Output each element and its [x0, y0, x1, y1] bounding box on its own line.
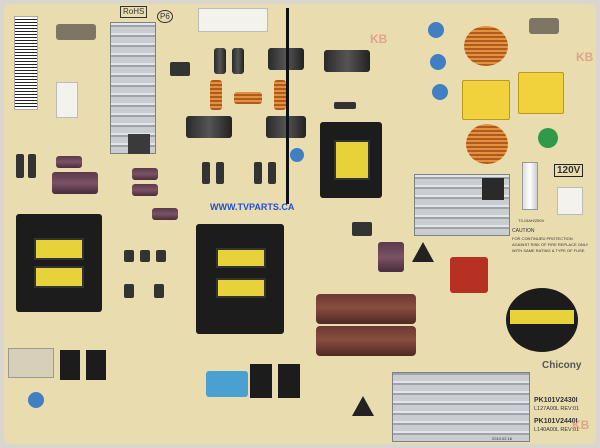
mount-pad — [529, 18, 559, 34]
transformer-standby — [16, 214, 102, 312]
heatsink-bottom — [392, 372, 530, 442]
mosfet — [128, 134, 150, 154]
caution-text: AGAINST RISK OF FIRE REPLACE ONLY — [512, 242, 589, 247]
bulk-capacitor — [316, 326, 416, 356]
electrolytic-capacitor — [152, 208, 178, 220]
barcode-label — [14, 16, 38, 110]
diode — [254, 162, 262, 184]
ic-chip — [352, 222, 372, 236]
transistor — [156, 250, 166, 262]
transformer-main — [196, 224, 284, 334]
transistor — [124, 284, 134, 298]
transistor — [154, 284, 164, 298]
diode — [268, 162, 276, 184]
electrolytic-capacitor — [214, 48, 226, 74]
caution-title: CAUTION — [512, 228, 535, 234]
y-capacitor — [428, 22, 444, 38]
connector-left — [56, 82, 78, 118]
kb-marking: KB — [370, 32, 388, 46]
caution-text: WITH SAME RATING & TYPE OF FUSE. — [512, 248, 586, 253]
diode — [28, 154, 36, 178]
electrolytic-capacitor — [52, 172, 98, 194]
p6-marking: P6 — [157, 10, 173, 23]
film-capacitor — [450, 257, 488, 293]
diode — [216, 162, 224, 184]
model-number-2: PK101V2440I — [534, 418, 578, 425]
power-transistor — [60, 350, 80, 380]
rohs-marking: RoHS — [120, 6, 148, 18]
heatsink-primary — [110, 22, 156, 154]
green-capacitor — [538, 128, 558, 148]
power-transistor — [278, 364, 300, 398]
revision-2: L140A00L REV:01 — [534, 427, 580, 433]
electrolytic-capacitor — [378, 242, 404, 272]
fuse — [522, 162, 538, 210]
connector-top — [198, 8, 268, 32]
electrolytic-capacitor — [132, 184, 158, 196]
connector-right — [557, 187, 583, 215]
common-mode-choke — [464, 26, 508, 66]
mount-pad — [56, 24, 96, 40]
electrolytic-capacitor — [56, 156, 82, 168]
caution-text: FOR CONTINUED PROTECTION — [512, 236, 573, 241]
inductor — [234, 92, 262, 104]
bulk-capacitor — [316, 294, 416, 324]
transformer-pfc — [320, 122, 382, 198]
x-capacitor — [518, 72, 564, 114]
electrolytic-capacitor — [324, 50, 370, 72]
voltage-marking: 120V — [554, 164, 584, 177]
date-marking: 2010.02.16 — [492, 436, 513, 441]
jumper-wire — [286, 8, 289, 204]
y-capacitor — [28, 392, 44, 408]
electrolytic-capacitor — [186, 116, 232, 138]
fuse-rating: T3.15AH/250V — [518, 218, 545, 223]
kb-marking: KB — [572, 418, 590, 432]
y-capacitor — [430, 54, 446, 70]
electrolytic-capacitor — [232, 48, 244, 74]
revision-1: L127A00L REV:01 — [534, 406, 580, 412]
brand-marking: Chicony — [542, 360, 582, 371]
power-transistor — [86, 350, 106, 380]
transistor — [124, 250, 134, 262]
watermark: WWW.TVPARTS.CA — [210, 202, 295, 212]
toroid-choke — [506, 288, 578, 352]
mosfet — [482, 178, 504, 200]
blue-capacitor — [206, 371, 248, 397]
x-capacitor — [462, 80, 510, 120]
transistor — [140, 250, 150, 262]
ic-chip — [170, 62, 190, 76]
relay — [8, 348, 54, 378]
diode — [334, 102, 356, 109]
high-voltage-warning-icon — [412, 242, 434, 262]
power-transistor — [250, 364, 272, 398]
inductor — [274, 80, 286, 110]
model-number-1: PK101V2430I — [534, 397, 578, 404]
diode — [202, 162, 210, 184]
electrolytic-capacitor — [132, 168, 158, 180]
high-voltage-warning-icon — [352, 396, 374, 416]
inductor — [210, 80, 222, 110]
kb-marking: KB — [576, 50, 594, 64]
y-capacitor — [290, 148, 304, 162]
common-mode-choke — [466, 124, 508, 164]
y-capacitor — [432, 84, 448, 100]
pcb-board: RoHS P6 — [4, 4, 596, 444]
diode — [16, 154, 24, 178]
